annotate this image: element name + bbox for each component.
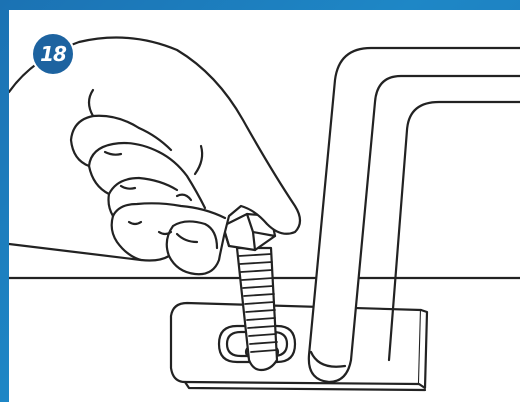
- illustration-panel: 18: [9, 10, 520, 412]
- step-number-badge: 18: [33, 34, 73, 74]
- assembly-illustration: [9, 10, 520, 412]
- slotted-bracket-icon: [171, 303, 427, 390]
